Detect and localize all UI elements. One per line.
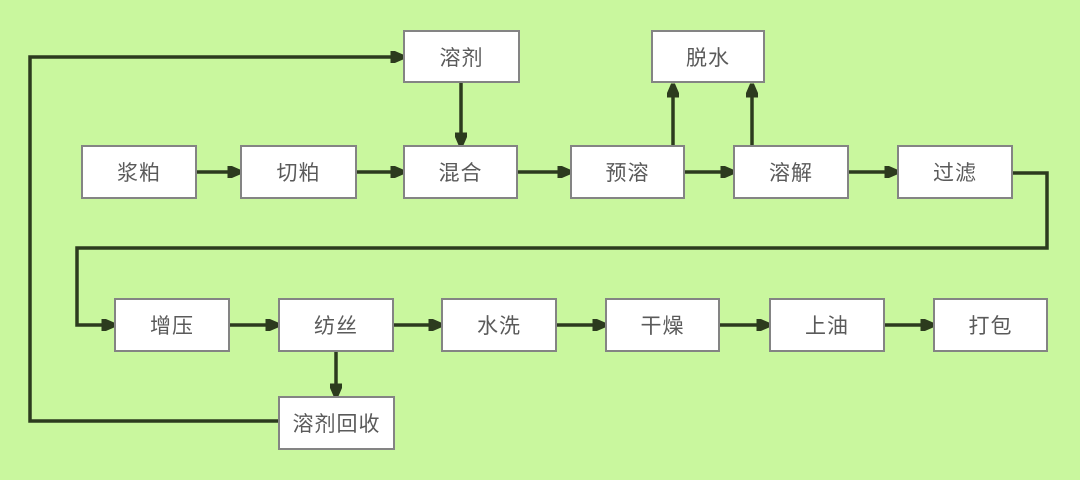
- node-label: 上油: [805, 315, 849, 338]
- node-spinning: 纺丝: [278, 298, 394, 352]
- node-label: 切粕: [276, 162, 321, 185]
- node-drying: 干燥: [605, 298, 720, 352]
- node-pre-dissolving: 预溶: [570, 145, 685, 199]
- node-pulp: 浆粕: [81, 145, 197, 199]
- node-label: 预溶: [605, 162, 650, 185]
- node-label: 纺丝: [314, 315, 358, 338]
- node-label: 水洗: [477, 315, 521, 338]
- edge-filtering-to-pressurizing: [75, 171, 1049, 325]
- node-oiling: 上油: [769, 298, 885, 352]
- node-solvent: 溶剂: [403, 30, 520, 83]
- node-washing: 水洗: [441, 298, 557, 352]
- edge-solvent-recovery-to-solvent: [28, 57, 403, 423]
- node-label: 增压: [150, 315, 194, 338]
- node-label: 过滤: [933, 162, 977, 185]
- node-solvent-recovery: 溶剂回收: [278, 396, 395, 450]
- node-label: 打包: [968, 315, 1013, 338]
- node-label: 溶剂: [439, 46, 484, 70]
- node-packing: 打包: [933, 298, 1048, 352]
- node-label: 脱水: [686, 46, 730, 70]
- node-label: 溶解: [769, 162, 813, 185]
- node-label: 浆粕: [117, 162, 161, 185]
- node-pulp-cutting: 切粕: [240, 145, 357, 199]
- node-filtering: 过滤: [897, 145, 1013, 199]
- node-dehydration: 脱水: [651, 30, 765, 83]
- node-pressurizing: 增压: [114, 298, 230, 352]
- node-label: 混合: [438, 162, 483, 185]
- node-label: 干燥: [640, 315, 685, 338]
- node-label: 溶剂回收: [292, 413, 381, 436]
- node-mixing: 混合: [403, 145, 518, 199]
- node-dissolving: 溶解: [733, 145, 849, 199]
